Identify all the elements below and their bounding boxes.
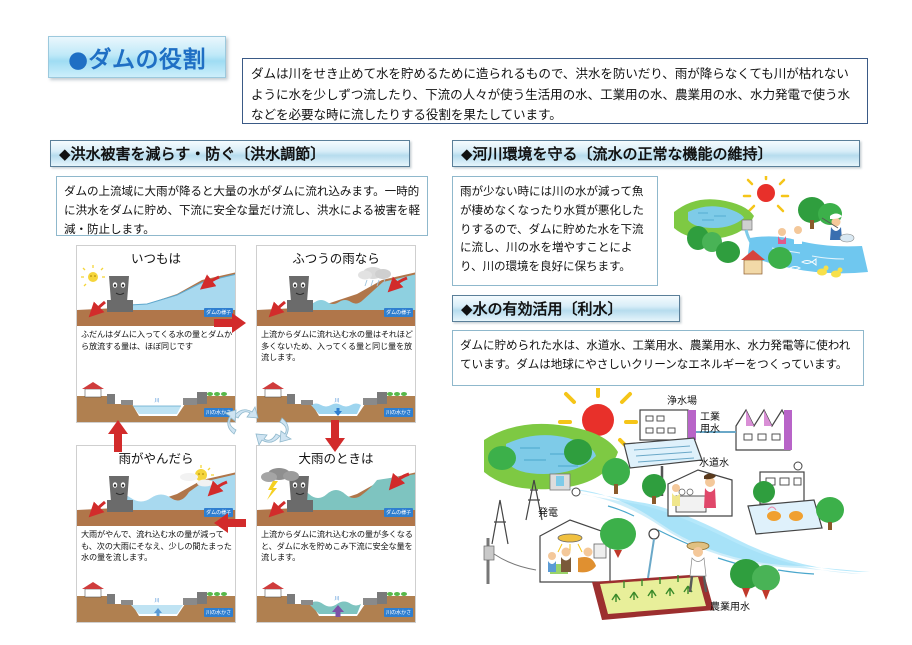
panel-caption: ふだんはダムに入ってくる水の量とダムから放流する量は、ほぼ同じです	[77, 328, 235, 376]
section-header-river: ◆河川環境を守る〔流水の正常な機能の維持〕	[452, 140, 860, 167]
panel-caption: 上流からダムに流れ込む水の量はそれほど多くないため、入ってくる量と同じ量を放流し…	[257, 328, 415, 376]
label-industrial-2: 用水	[700, 423, 720, 435]
water-use-illustration: 浄水場 工業 用水 水道水 発電 農業用水	[458, 388, 870, 636]
dam-scene-heavy-rain	[257, 464, 415, 526]
panel-title: いつもは	[130, 251, 181, 266]
panel-scene: ダムの様子	[77, 264, 235, 326]
dam-scene-rain	[257, 264, 415, 326]
section-header-use-label: ◆水の有効活用〔利水〕	[461, 300, 623, 318]
label-power: 発電	[538, 506, 558, 519]
river-level-label: 川の水かさ	[204, 608, 233, 617]
kitchen-house	[667, 469, 733, 517]
svg-text:川: 川	[154, 398, 159, 404]
dam-state-label: ダムの様子	[204, 308, 233, 317]
svg-text:川: 川	[154, 598, 159, 604]
svg-text:川: 川	[334, 398, 339, 404]
panel-caption: 上流からダムに流れ込む水の量が多くなると、ダムに水を貯めこみ下流に安全な量を流し…	[257, 528, 415, 576]
page-title: ●ダムの役割	[48, 36, 226, 78]
panel-scene: ダムの様子	[257, 264, 415, 326]
dam-scene-normal	[77, 264, 235, 326]
panel-rain-stopped: 雨がやんだら	[76, 445, 236, 623]
panel-caption-text: 上流からダムに流れ込む水の量はそれほど多くないため、入ってくる量と同じ量を放流し…	[261, 329, 413, 363]
dam-state-label: ダムの様子	[204, 508, 233, 517]
panel-title: 大雨のときは	[298, 451, 374, 466]
sun-icon	[742, 176, 790, 213]
living-house	[539, 519, 611, 583]
tree-group	[687, 197, 842, 269]
panel-caption-text: ふだんはダムに入ってくる水の量とダムから放流する量は、ほぼ同じです	[81, 329, 232, 351]
label-water-plant: 浄水場	[667, 394, 697, 407]
panel-always: いつもは	[76, 245, 236, 423]
panel-heavy-rain: 大雨のときは	[256, 445, 416, 623]
panel-caption-text: 大雨がやんで、流れ込む水の量が減っても、次の大雨にそなえ、少しの間たまった水の量…	[81, 529, 232, 563]
panel-scene: ダムの様子	[257, 464, 415, 526]
dam-state-label: ダムの様子	[384, 508, 413, 517]
cloud-icon	[358, 267, 391, 280]
page-title-text: ●ダムの役割	[67, 47, 207, 73]
panel-cross-section: 川 川の水かさ	[257, 378, 415, 422]
svg-text:川: 川	[334, 596, 339, 602]
river-environment-illustration	[662, 176, 868, 288]
fish-group	[789, 258, 817, 270]
section-header-flood-label: ◆洪水被害を減らす・防ぐ〔洪水調節〕	[59, 145, 326, 163]
river-level-label: 川の水かさ	[204, 408, 233, 417]
section-header-flood: ◆洪水被害を減らす・防ぐ〔洪水調節〕	[50, 140, 410, 167]
panel-scene: ダムの様子	[77, 464, 235, 526]
panel-caption: 大雨がやんで、流れ込む水の量が減っても、次の大雨にそなえ、少しの間たまった水の量…	[77, 528, 235, 576]
river-cross-section-heavy-rain: 川	[257, 578, 415, 622]
section-body-use: ダムに貯められた水は、水道水、工業用水、農業用水、水力発電等に使われています。ダ…	[452, 330, 864, 386]
panel-normal-rain: ふつうの雨なら	[256, 245, 416, 423]
water-treatment-plant	[623, 409, 703, 496]
cycle-arrows	[208, 396, 308, 456]
river-cross-section-normal: 川	[77, 378, 235, 422]
river-cross-section-after-rain: 川	[77, 578, 235, 622]
intro-text-box: ダムは川をせき止めて水を貯めるために造られるもので、洪水を防いだり、雨が降らなく…	[242, 58, 868, 124]
factory	[696, 408, 792, 451]
panel-cross-section: 川 川の水かさ	[77, 378, 235, 422]
panel-caption-text: 上流からダムに流れ込む水の量が多くなると、ダムに水を貯めこみ下流に安全な量を流し…	[261, 529, 413, 563]
duck-group	[817, 265, 843, 278]
panel-cross-section: 川 川の水かさ	[257, 578, 415, 622]
section-body-river-text: 雨が少ない時には川の水が減って魚が棲めなくなったり水質が悪化したりするので、ダム…	[460, 184, 644, 274]
panel-cross-section: 川 川の水かさ	[77, 578, 235, 622]
section-body-flood: ダムの上流域に大雨が降ると大量の水がダムに流れ込みます。一時的に洪水をダムに貯め…	[56, 176, 428, 236]
rice-field	[592, 574, 714, 620]
section-body-use-text: ダムに貯められた水は、水道水、工業用水、農業用水、水力発電等に使われています。ダ…	[460, 338, 851, 371]
power-pylon-group	[491, 479, 543, 545]
arrow-left-bottom	[214, 512, 246, 538]
river-level-label: 川の水かさ	[384, 408, 413, 417]
dam-state-label: ダムの様子	[384, 308, 413, 317]
label-agriculture: 農業用水	[710, 600, 750, 613]
river-level-label: 川の水かさ	[384, 608, 413, 617]
tree-group	[488, 439, 844, 600]
arrow-right-top	[214, 312, 246, 338]
label-industrial-1: 工業	[700, 410, 720, 423]
section-header-river-label: ◆河川環境を守る〔流水の正常な機能の維持〕	[461, 145, 773, 163]
arrow-up-left	[107, 420, 129, 456]
panel-title: ふつうの雨なら	[292, 251, 380, 266]
panel-title: 雨がやんだら	[118, 451, 194, 466]
farmer	[686, 541, 710, 593]
section-body-river: 雨が少ない時には川の水が減って魚が棲めなくなったり水質が悪化したりするので、ダム…	[452, 176, 658, 286]
label-tap-water: 水道水	[699, 456, 729, 469]
intro-text: ダムは川をせき止めて水を貯めるために造られるもので、洪水を防いだり、雨が降らなく…	[251, 66, 850, 123]
storm-cloud-icon	[261, 468, 299, 482]
arrow-down-right	[324, 420, 346, 456]
section-body-flood-text: ダムの上流域に大雨が降ると大量の水がダムに流れ込みます。一時的に洪水をダムに貯め…	[64, 184, 420, 236]
section-header-use: ◆水の有効活用〔利水〕	[452, 295, 680, 322]
people-group	[778, 213, 855, 244]
